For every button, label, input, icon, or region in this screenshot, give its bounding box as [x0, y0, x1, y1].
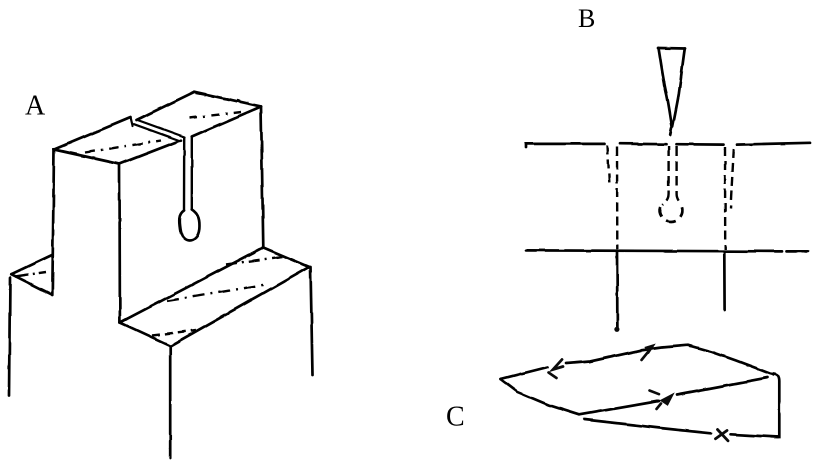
svg-text:C: C: [446, 402, 465, 433]
svg-text:B: B: [578, 4, 595, 33]
svg-text:A: A: [25, 91, 46, 122]
